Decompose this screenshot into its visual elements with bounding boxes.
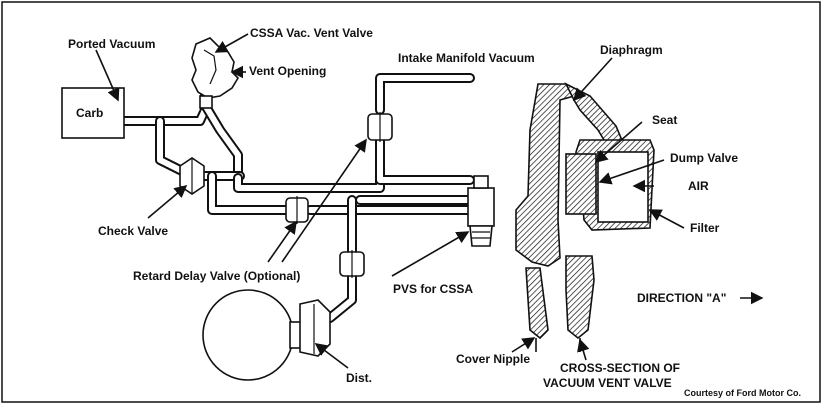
- cover-nipple-label: Cover Nipple: [456, 352, 530, 366]
- vent-opening-label: Vent Opening: [249, 64, 326, 78]
- vacuum-vent-valve-cross-section: [515, 82, 655, 352]
- figure-border: [1, 1, 821, 403]
- air-label: AIR: [688, 179, 709, 193]
- retard-delay-valve: [285, 112, 393, 278]
- pvs-for-cssa-label: PVS for CSSA: [393, 282, 473, 296]
- cross-section-title-line1: CROSS-SECTION OF: [560, 361, 680, 375]
- seat-label: Seat: [652, 113, 677, 127]
- pvs-for-cssa: [467, 175, 495, 247]
- distributor: [202, 289, 331, 381]
- check-valve-label: Check Valve: [98, 224, 168, 238]
- direction-label: DIRECTION "A": [637, 291, 726, 305]
- carb-label: Carb: [76, 106, 103, 120]
- cssa-vac-vent-valve: [191, 37, 240, 109]
- dist-label: Dist.: [346, 371, 372, 385]
- ported-vacuum-label: Ported Vacuum: [68, 37, 155, 51]
- filter-label: Filter: [690, 221, 720, 235]
- courtesy-credit: Courtesy of Ford Motor Co.: [684, 388, 801, 398]
- cross-section-title-line2: VACUUM VENT VALVE: [543, 376, 672, 390]
- retard-delay-valve-label: Retard Delay Valve (Optional): [133, 269, 300, 283]
- dump-valve-label: Dump Valve: [670, 151, 738, 165]
- intake-manifold-vacuum-label: Intake Manifold Vacuum: [398, 51, 535, 65]
- diaphragm-label: Diaphragm: [600, 43, 663, 57]
- leader-lines: [95, 33, 764, 369]
- cssa-vac-vent-valve-label: CSSA Vac. Vent Valve: [250, 26, 373, 40]
